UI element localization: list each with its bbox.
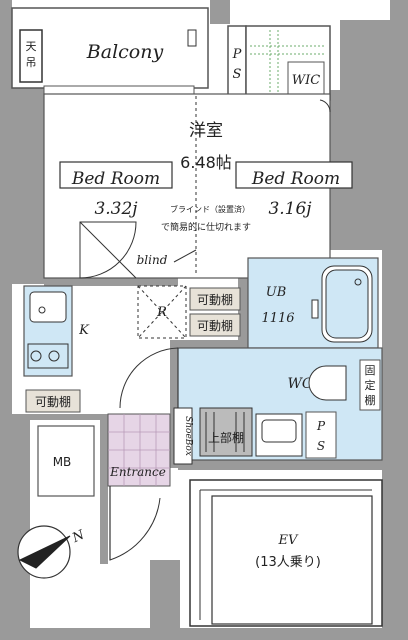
fridge-space (137, 285, 187, 339)
bedroom-left-label: Bed Room (71, 169, 160, 189)
ps-top-p: P (232, 47, 242, 62)
mb-box (37, 425, 95, 497)
kitchen-sink (29, 291, 67, 323)
wic-shelf-lines (250, 30, 326, 96)
ub-label: UB (266, 285, 287, 300)
bedroom-right-box (235, 161, 353, 189)
ub-fixture (311, 299, 319, 319)
bathtub-drain (354, 278, 362, 286)
balcony-fixture (187, 29, 197, 47)
shelf-3-label: 可動棚 (35, 394, 71, 409)
bedroom-left-box (59, 161, 173, 189)
wic-label: WIC (292, 73, 320, 88)
western-room-label: 洋室 (189, 121, 223, 141)
blind-label: blind (137, 253, 168, 267)
fixed-shelf (359, 359, 381, 411)
shoebox (173, 407, 193, 465)
wic-door (319, 99, 331, 113)
shelf-1 (189, 287, 241, 311)
elevator-car (211, 495, 373, 625)
ev-label: EV (278, 533, 299, 548)
entrance-door-swing (109, 486, 161, 561)
blind-pointer (173, 249, 197, 263)
shelf-2 (189, 313, 241, 337)
bedroom-right-label: Bed Room (251, 169, 340, 189)
ps-bottom-p: P (316, 419, 326, 433)
room-door-leaf (79, 221, 137, 279)
shelf-3 (25, 389, 81, 413)
ps-top-s: S (233, 67, 242, 82)
wc-label: WC (287, 376, 312, 392)
upper-shelf-box (199, 407, 253, 457)
fixed-shelf-char-2: 定 (365, 378, 376, 392)
entrance-label: Entrance (109, 465, 166, 479)
fixed-shelf-char-3: 棚 (365, 393, 376, 407)
shelf-2-label: 可動棚 (197, 318, 233, 333)
kitchen-label: K (78, 323, 90, 338)
balcony-label: Balcony (86, 41, 164, 63)
fixed-shelf-char-1: 固 (365, 364, 376, 377)
upper-shelf-label: 上部棚 (208, 430, 244, 445)
blind-note-1: ブラインド（設置済） (170, 204, 250, 214)
ps-bottom-s: S (317, 439, 325, 453)
fridge-label: R (156, 305, 167, 320)
entrance-tiles (108, 414, 170, 486)
sink-drain (38, 306, 46, 314)
western-room-size: 6.48帖 (180, 153, 232, 172)
ub-size: 1116 (261, 311, 294, 326)
bedroom-left-size: 3.32j (94, 199, 138, 219)
stove-burner-1 (30, 350, 42, 362)
window (43, 85, 195, 95)
toilet (308, 365, 347, 401)
tenju-char-1: 天 (26, 40, 37, 53)
bathtub-inner (325, 269, 369, 339)
shoebox-label: ShoeBox (183, 416, 193, 456)
tenju-char-2: 吊 (26, 56, 37, 69)
north-arrow: N (17, 525, 87, 579)
ps-top-box (227, 25, 247, 101)
upper-shelf-hatch (205, 412, 245, 452)
stove-burner-2 (48, 350, 60, 362)
washbasin-bowl (261, 419, 297, 443)
stove (27, 343, 69, 369)
mb-label: MB (53, 455, 72, 469)
ev-capacity: (13人乗り) (255, 555, 321, 570)
tenju-box (19, 29, 43, 83)
ps-bottom-box (305, 411, 337, 459)
bedroom-right-size: 3.16j (268, 199, 312, 219)
shelf-1-label: 可動棚 (197, 292, 233, 307)
wc-door-arc (119, 347, 179, 409)
blind-note-2: で簡易的に仕切れます (161, 221, 251, 233)
balcony-area (11, 7, 209, 89)
